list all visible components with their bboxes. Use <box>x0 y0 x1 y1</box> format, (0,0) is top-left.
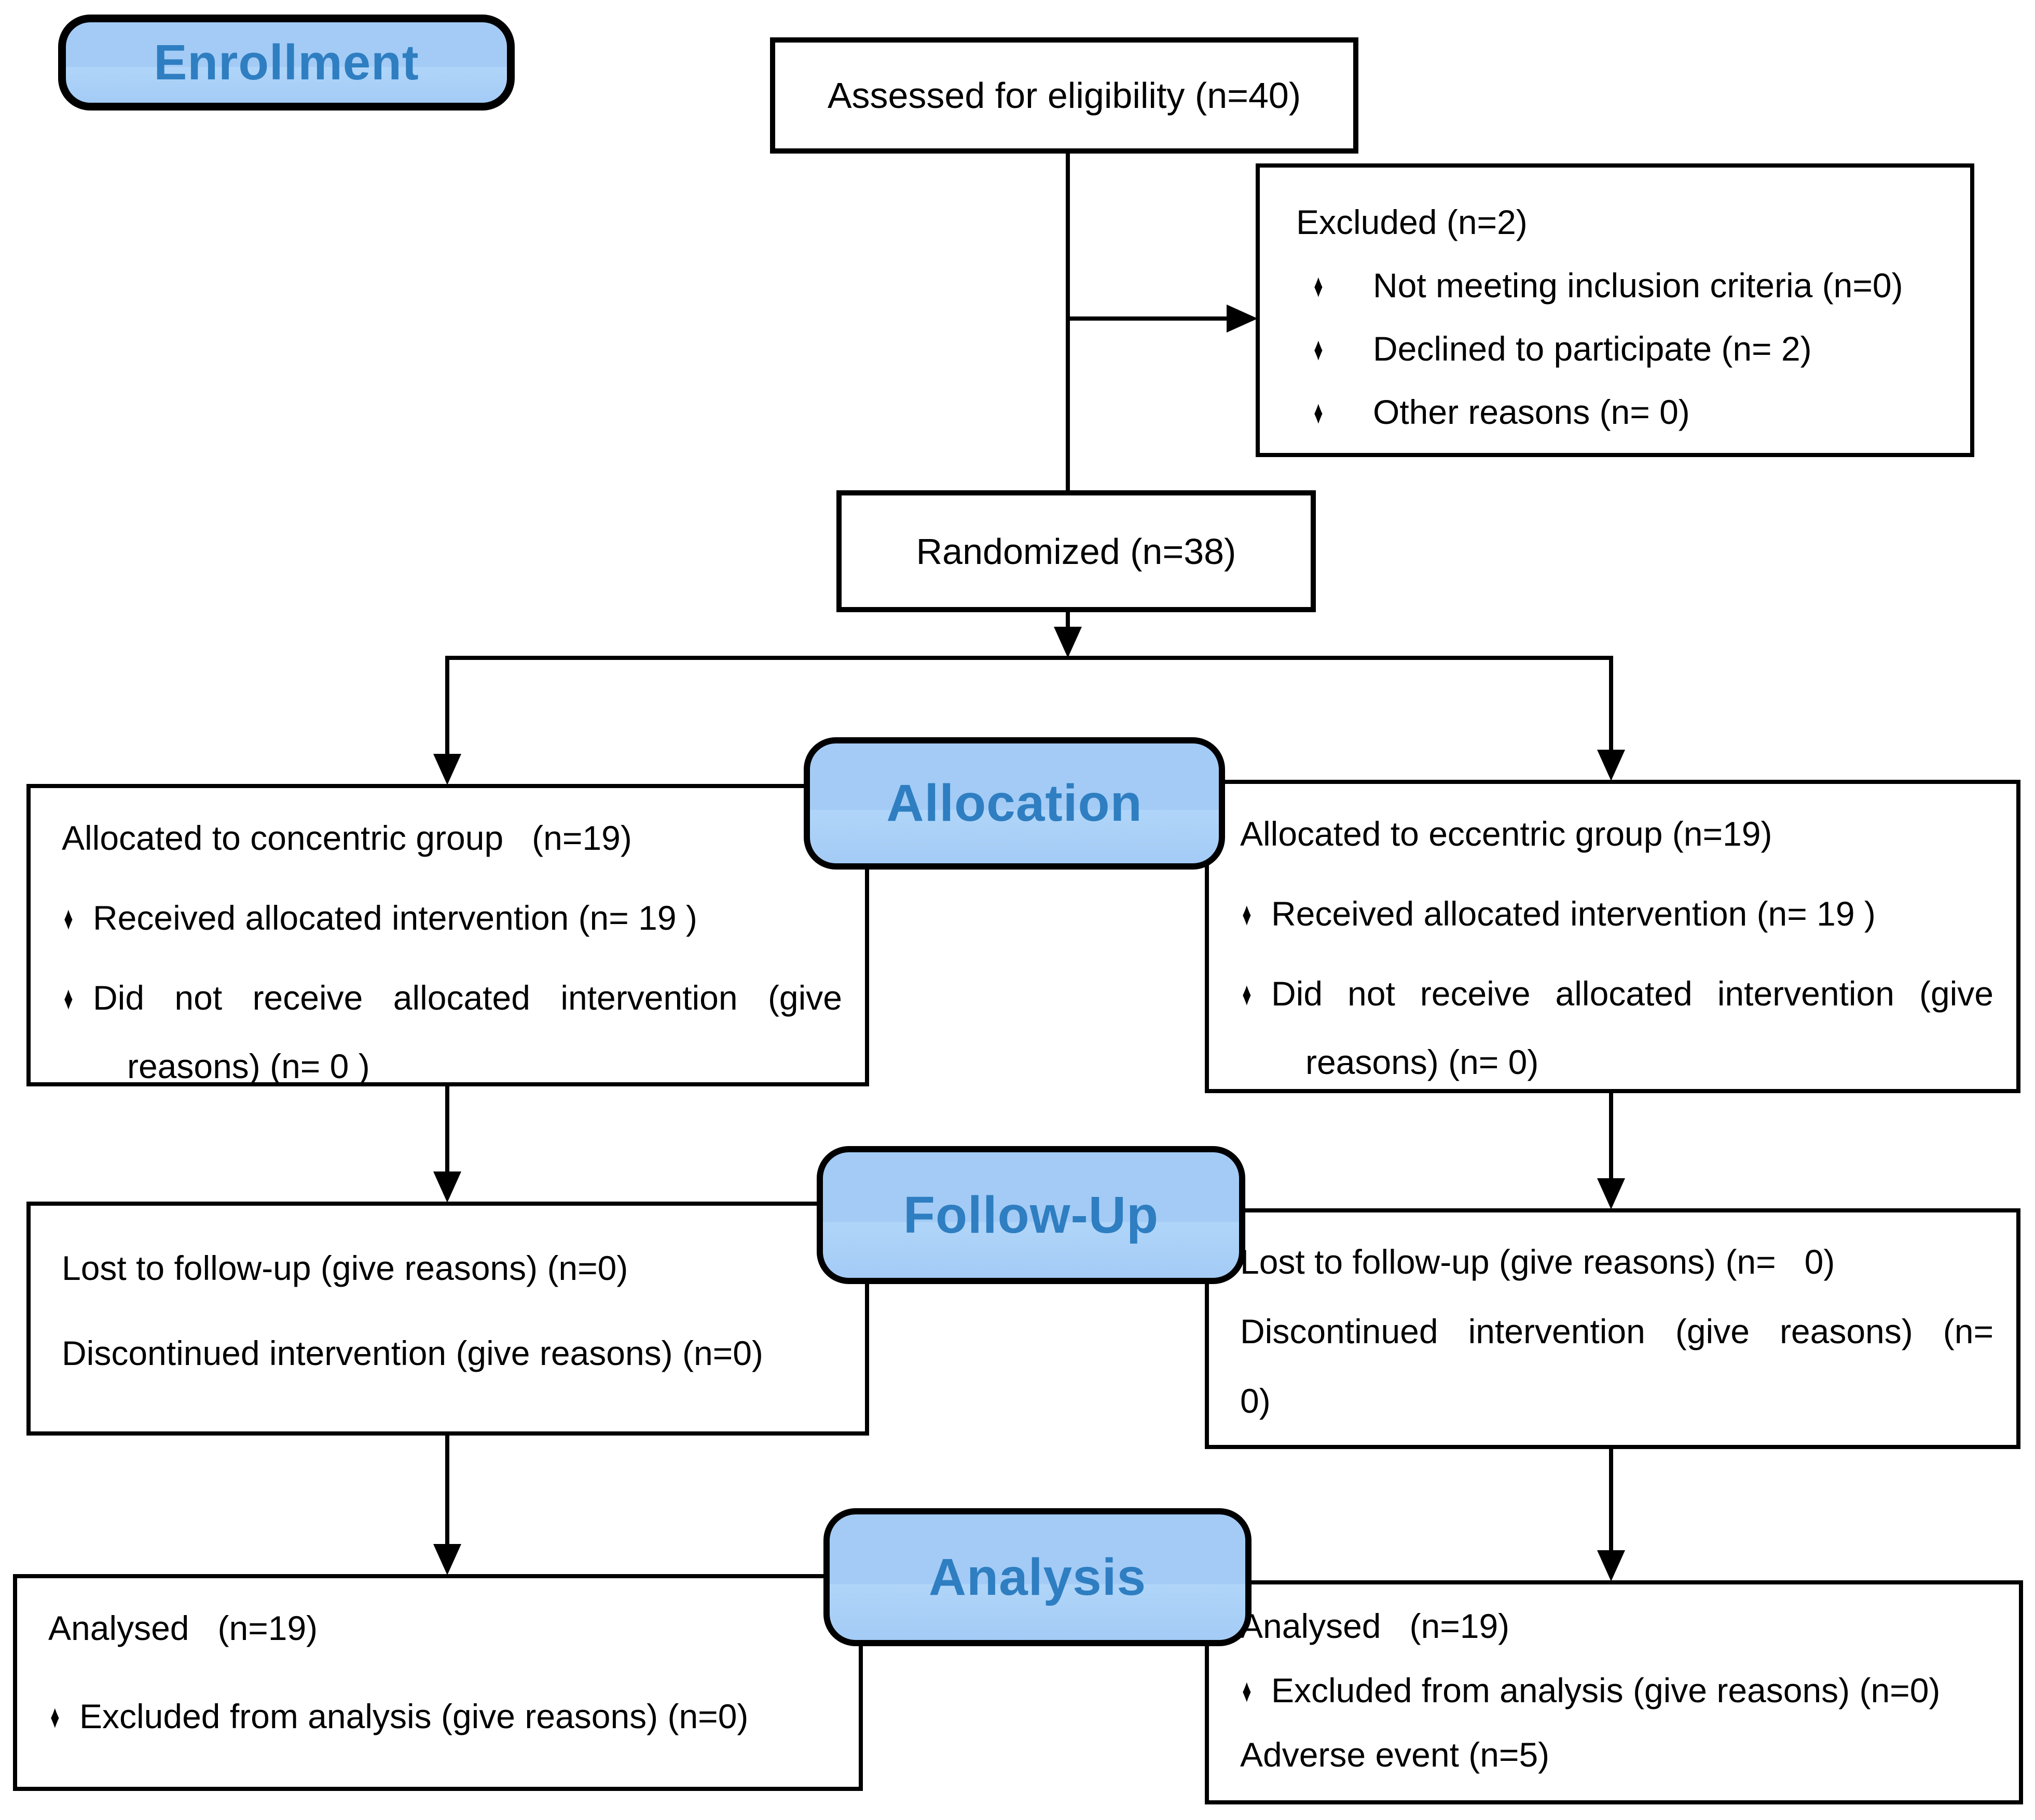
excluded-body: Excluded (n=2) ♦ Not meeting inclusion c… <box>1260 168 1970 444</box>
analysis-concentric-item: ♦ Excluded from analysis (give reasons) … <box>48 1681 836 1752</box>
analysis-concentric-item-text: Excluded from analysis (give reasons) (n… <box>79 1697 749 1735</box>
randomized-text: Randomized (n=38) <box>916 531 1236 572</box>
analysis-eccentric-title: Analysed (n=19) <box>1240 1607 1510 1645</box>
allocation-concentric-body: Allocated to concentric group (n=19) ♦ R… <box>31 788 865 1100</box>
connector-branch-to-excluded <box>1066 316 1232 321</box>
excluded-box: Excluded (n=2) ♦ Not meeting inclusion c… <box>1256 163 1974 457</box>
arrowhead-split-icon <box>1054 627 1082 658</box>
stage-label-analysis-text: Analysis <box>928 1548 1147 1606</box>
assessed-text: Assessed for eligibility (n=40) <box>827 75 1301 116</box>
split-line <box>445 656 1613 660</box>
diamond-bullet-icon: ♦ <box>1242 975 1252 1012</box>
analysis-concentric-body: Analysed (n=19) ♦ Excluded from analysis… <box>17 1578 859 1752</box>
assessed-box: Assessed for eligibility (n=40) <box>770 37 1358 154</box>
diamond-bullet-icon: ♦ <box>1314 393 1323 431</box>
diamond-bullet-icon: ♦ <box>1242 1672 1252 1709</box>
followup-concentric-line2: Discontinued intervention (give reasons)… <box>62 1334 763 1372</box>
followup-concentric-box: Lost to follow-up (give reasons) (n=0) D… <box>26 1202 869 1436</box>
excluded-item: ♦ Declined to participate (n= 2) <box>1296 317 1946 380</box>
analysis-eccentric-body: Analysed (n=19) ♦ Excluded from analysis… <box>1209 1584 2019 1787</box>
arrowhead-alloc-left-icon <box>433 754 461 785</box>
allocation-eccentric-box: Allocated to eccentric group (n=19) ♦ Re… <box>1205 780 2020 1093</box>
excluded-item-text: Declined to participate (n= 2) <box>1373 329 1812 368</box>
connector-alloc-to-followup-left <box>445 1086 449 1173</box>
stage-label-enrollment: Enrollment <box>58 15 515 111</box>
connector-alloc-to-followup-right <box>1609 1093 1613 1179</box>
allocation-eccentric-title: Allocated to eccentric group (n=19) <box>1240 815 1772 853</box>
allocation-concentric-item-text: Did not receive allocated intervention (… <box>93 978 842 1017</box>
excluded-item-text: Not meeting inclusion criteria (n=0) <box>1373 266 1903 305</box>
followup-eccentric-line1: Lost to follow-up (give reasons) (n= 0) <box>1240 1243 1835 1281</box>
stage-label-followup: Follow-Up <box>817 1146 1245 1284</box>
diamond-bullet-icon: ♦ <box>1314 330 1323 367</box>
stage-label-analysis: Analysis <box>823 1508 1252 1646</box>
followup-eccentric-line2: Discontinued intervention (give reasons)… <box>1240 1312 1993 1350</box>
diamond-bullet-icon: ♦ <box>64 979 73 1016</box>
analysis-eccentric-line3: Adverse event (n=5) <box>1240 1735 1550 1774</box>
connector-split-to-alloc-left <box>445 656 449 755</box>
arrowhead-alloc-right-icon <box>1597 750 1625 781</box>
stage-label-enrollment-text: Enrollment <box>154 34 419 90</box>
connector-followup-to-analysis-right <box>1609 1449 1613 1551</box>
followup-eccentric-line3: 0) <box>1240 1382 1271 1420</box>
allocation-eccentric-item: ♦ Did not receive allocated intervention… <box>1240 959 1993 1096</box>
arrowhead-followup-right-icon <box>1597 1178 1625 1209</box>
analysis-concentric-box: Analysed (n=19) ♦ Excluded from analysis… <box>13 1574 863 1791</box>
diamond-bullet-icon: ♦ <box>1242 895 1252 932</box>
diamond-bullet-icon: ♦ <box>50 1698 60 1735</box>
allocation-eccentric-body: Allocated to eccentric group (n=19) ♦ Re… <box>1209 784 2016 1096</box>
excluded-item: ♦ Other reasons (n= 0) <box>1296 380 1946 444</box>
connector-randomized-to-split <box>1066 611 1070 630</box>
allocation-eccentric-item: ♦ Received allocated intervention (n= 19… <box>1240 879 1993 948</box>
excluded-item: ♦ Not meeting inclusion criteria (n=0) <box>1296 254 1946 317</box>
diamond-bullet-icon: ♦ <box>64 899 73 936</box>
randomized-box: Randomized (n=38) <box>836 490 1316 612</box>
arrowhead-analysis-left-icon <box>433 1544 461 1575</box>
allocation-concentric-item-text2: reasons) (n= 0 ) <box>127 1047 370 1085</box>
stage-label-allocation: Allocation <box>804 737 1225 870</box>
excluded-title: Excluded (n=2) <box>1296 203 1528 241</box>
allocation-eccentric-item-text: Received allocated intervention (n= 19 ) <box>1271 894 1876 933</box>
followup-eccentric-body: Lost to follow-up (give reasons) (n= 0) … <box>1209 1212 2016 1436</box>
allocation-concentric-item: ♦ Received allocated intervention (n= 19… <box>62 884 842 952</box>
analysis-eccentric-item: ♦ Excluded from analysis (give reasons) … <box>1240 1658 1996 1722</box>
stage-label-followup-text: Follow-Up <box>903 1185 1159 1244</box>
allocation-eccentric-item-text2: reasons) (n= 0) <box>1305 1043 1539 1081</box>
followup-concentric-line1: Lost to follow-up (give reasons) (n=0) <box>62 1249 628 1287</box>
allocation-concentric-item: ♦ Did not receive allocated intervention… <box>62 963 842 1100</box>
stage-label-allocation-text: Allocation <box>886 774 1143 832</box>
allocation-concentric-title: Allocated to concentric group (n=19) <box>62 819 632 857</box>
analysis-concentric-title: Analysed (n=19) <box>48 1609 318 1647</box>
connector-split-to-alloc-right <box>1609 656 1613 752</box>
followup-concentric-body: Lost to follow-up (give reasons) (n=0) D… <box>31 1206 865 1388</box>
arrowhead-analysis-right-icon <box>1597 1550 1625 1581</box>
arrowhead-excluded-icon <box>1227 305 1258 333</box>
allocation-concentric-box: Allocated to concentric group (n=19) ♦ R… <box>26 784 869 1086</box>
diamond-bullet-icon: ♦ <box>1314 267 1323 304</box>
analysis-eccentric-box: Analysed (n=19) ♦ Excluded from analysis… <box>1205 1580 2023 1804</box>
followup-eccentric-box: Lost to follow-up (give reasons) (n= 0) … <box>1205 1208 2020 1449</box>
allocation-eccentric-item-text: Did not receive allocated intervention (… <box>1271 974 1993 1013</box>
excluded-item-text: Other reasons (n= 0) <box>1373 393 1690 431</box>
connector-followup-to-analysis-left <box>445 1436 449 1545</box>
analysis-eccentric-item-text: Excluded from analysis (give reasons) (n… <box>1271 1671 1941 1709</box>
connector-assessed-to-randomized <box>1066 151 1070 493</box>
arrowhead-followup-left-icon <box>433 1171 461 1203</box>
allocation-concentric-item-text: Received allocated intervention (n= 19 ) <box>93 899 697 937</box>
